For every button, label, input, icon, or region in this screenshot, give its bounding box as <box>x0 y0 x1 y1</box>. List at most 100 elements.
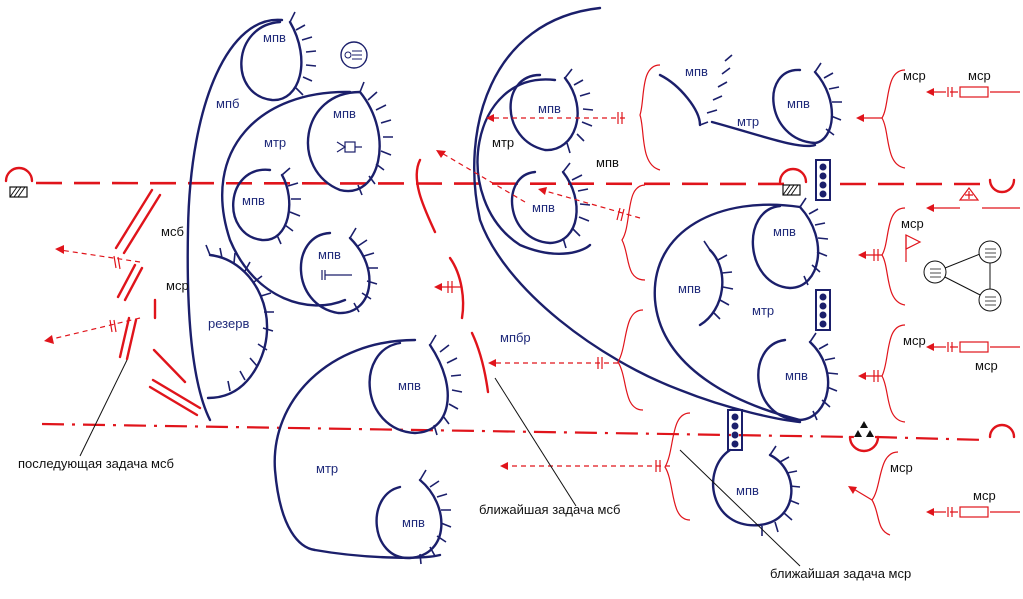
mpbr-position <box>415 158 490 394</box>
label-mpv: мпв <box>532 200 555 215</box>
label-mtr: мтр <box>492 135 514 150</box>
label-msr: мср <box>901 216 924 231</box>
arrow-retreat <box>858 370 882 382</box>
leader-line <box>79 359 128 457</box>
mpb-boundary <box>186 18 284 422</box>
mpv-unit <box>658 54 733 127</box>
armored-vehicle-icon <box>926 86 1020 98</box>
nuclear-mine-icon <box>848 421 880 453</box>
boundary-marker-icon <box>4 166 34 198</box>
mpv-unit <box>751 197 829 290</box>
label-mpv: мпв <box>242 193 265 208</box>
msr-bracket <box>881 69 906 169</box>
mpv-unit <box>368 334 463 436</box>
boundary-marker-icon <box>988 423 1016 439</box>
msr-bracket <box>617 309 644 411</box>
arrow-retreat <box>856 114 882 122</box>
label-mpv: мпв <box>263 30 286 45</box>
mtr-unit <box>653 203 802 422</box>
mpv-unit <box>698 240 734 327</box>
mpv-unit <box>240 11 317 102</box>
boundary-line <box>41 422 986 442</box>
arrow-retreat <box>538 187 641 222</box>
artillery-battery-icon <box>815 289 831 331</box>
label-msb: мсб <box>161 224 184 239</box>
forward-line-of-troops <box>35 181 985 186</box>
label-mpv: мпв <box>318 247 341 262</box>
label-msr: мср <box>975 358 998 373</box>
label-mpv: мпв <box>596 155 619 170</box>
leader-line <box>494 377 577 507</box>
caption-nearest-msr: ближайшая задача мср <box>770 566 911 581</box>
artillery-battery-icon <box>815 159 831 201</box>
mpv-unit <box>509 68 594 154</box>
msr-bracket <box>881 324 906 423</box>
medical-post-icon <box>926 187 1020 212</box>
arrow-retreat <box>55 245 141 270</box>
arrow-retreat <box>858 249 882 261</box>
mpv-unit <box>772 62 842 145</box>
label-mpv: мпв <box>785 368 808 383</box>
boundary-marker-icon <box>988 178 1016 194</box>
label-msr: мср <box>890 460 913 475</box>
label-mtr: мтр <box>316 461 338 476</box>
label-mpbr: мпбр <box>500 330 531 345</box>
label-mpv: мпв <box>678 281 701 296</box>
label-mpb: мпб <box>216 96 239 111</box>
reserve-unit <box>205 244 274 400</box>
mpv-unit <box>757 332 839 422</box>
label-mtr: мтр <box>737 114 759 129</box>
label-mtr: мтр <box>752 303 774 318</box>
mtr-unit <box>710 120 817 148</box>
caption-subsequent-msb: последующая задача мсб <box>18 456 174 471</box>
mpv-unit <box>299 227 378 315</box>
label-mpv: мпв <box>398 378 421 393</box>
label-mpv: мпв <box>787 96 810 111</box>
label-mpv: мпв <box>538 101 561 116</box>
msr-bracket <box>621 184 646 281</box>
mtr-unit <box>473 6 802 424</box>
caption-nearest-msb: ближайшая задача мсб <box>479 502 620 517</box>
command-post-icon <box>340 41 368 69</box>
armored-vehicle-icon <box>926 341 1020 353</box>
arrow-retreat <box>436 150 526 203</box>
arrow-retreat <box>488 357 618 369</box>
msr-bracket <box>664 412 691 521</box>
label-mpv: мпв <box>402 515 425 530</box>
msr-bracket <box>639 64 661 171</box>
label-msr: мср <box>903 333 926 348</box>
label-mpv: мпв <box>736 483 759 498</box>
arrow-retreat <box>848 486 873 501</box>
mortar-icon <box>321 270 352 280</box>
label-msr: мср <box>968 68 991 83</box>
label-mpv: мпв <box>685 64 708 79</box>
label-mpv: мпв <box>773 224 796 239</box>
leader-line <box>679 449 801 567</box>
label-mpv: мпв <box>333 106 356 121</box>
command-post-icon <box>923 240 1002 312</box>
msb-position <box>114 188 202 417</box>
label-msr: мср <box>973 488 996 503</box>
mpv-unit <box>306 81 393 196</box>
armored-vehicle-icon <box>926 506 1020 518</box>
mtr-unit <box>273 338 442 559</box>
boundary-marker-icon <box>778 167 808 196</box>
arrow-retreat <box>434 281 462 293</box>
label-reserve: резерв <box>208 316 249 331</box>
mpv-unit <box>711 445 801 536</box>
flag-post-icon <box>905 234 922 262</box>
msr-bracket <box>871 451 899 536</box>
arrow-retreat <box>486 112 625 124</box>
artillery-battery-icon <box>727 409 743 451</box>
label-mtr: мтр <box>264 135 286 150</box>
mpv-unit <box>231 167 301 245</box>
mtr-unit <box>220 90 352 307</box>
label-msr: мср <box>166 278 189 293</box>
arrow-retreat <box>500 460 670 472</box>
observation-post-icon <box>336 141 362 153</box>
arrow-retreat <box>44 317 141 344</box>
mpv-unit <box>375 469 452 565</box>
mpv-unit <box>510 162 591 249</box>
label-msr: мср <box>903 68 926 83</box>
